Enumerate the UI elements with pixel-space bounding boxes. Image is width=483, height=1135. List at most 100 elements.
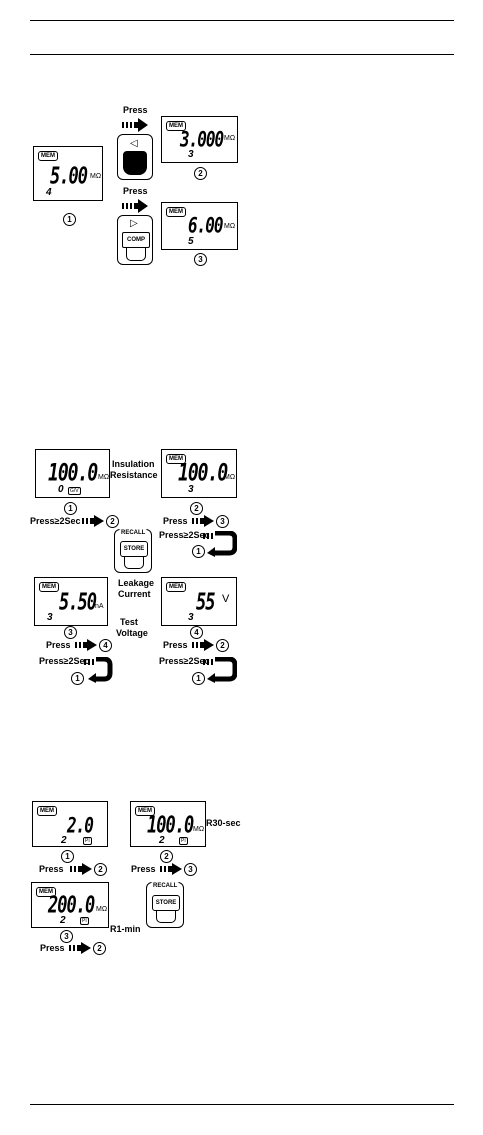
target-step: 3 [216,515,229,528]
comp-button[interactable]: ▷ COMP [117,215,153,265]
lcd-screen-2: MEM 3.000 MΩ 3 [161,116,238,163]
press-2sec-label: Press≥2Sec [159,656,210,666]
target-step: 2 [106,515,119,528]
lcd-screen-3: MEM 5.50 nA 3 [34,577,108,626]
step-number-3: 3 [64,626,77,639]
mem-indicator: MEM [37,806,57,816]
resistance-label: Resistance [110,470,158,480]
right-triangle-icon: ▷ [130,218,138,229]
press-2sec-label: Press≥2Sec [39,656,90,666]
step-number-1: 1 [64,502,77,515]
step-number-3: 3 [60,930,73,943]
header-rule [30,54,454,55]
press-label: Press [39,864,64,874]
button-cap-icon [123,151,147,175]
top-rule [30,20,454,21]
store-key-label: STORE [120,541,148,557]
return-arrow-icon [203,657,237,683]
pi-indicator: PI [83,837,92,845]
press-2sec-label: Press≥2Sec [30,516,81,526]
right-arrow-icon [82,515,104,527]
lcd-value: 5.00 [50,163,88,190]
mem-indicator: MEM [166,207,186,217]
lcd-value: 100.0 [178,459,228,488]
lcd-unit: MΩ [90,173,102,180]
return-arrow-icon [84,657,113,683]
lcd-value: 5.50 [59,589,97,616]
pi-indicator: PI [179,837,188,845]
right-arrow-icon [122,118,148,132]
lcd-sub-digit: 2 [60,915,66,926]
lcd-sub-digit: 2 [61,835,67,846]
press-label: Press [46,640,71,650]
step-number-2: 2 [194,167,207,180]
right-arrow-icon [122,199,148,213]
lcd-sub-digit: 4 [46,187,52,198]
lcd-sub-digit: 3 [188,612,194,623]
r30-sec-label: R30-sec [206,818,241,828]
lcd-tag: G/V [68,487,81,495]
lcd-unit: MΩ [224,223,236,230]
step-number-3: 3 [194,253,207,266]
right-arrow-icon [70,863,92,875]
step-number-1: 1 [61,850,74,863]
comp-key-label: COMP [122,232,150,248]
press-label: Press [40,943,65,953]
lcd-value: 200.0 [48,892,95,919]
lcd-sub-digit: 3 [47,612,53,623]
lcd-value: 6.00 [188,212,224,238]
r1-min-label: R1-min [110,924,141,934]
lcd-sub-digit: 5 [188,236,194,247]
press-2sec-label: Press≥2Sec [159,530,210,540]
lcd-screen-2: MEM 100.0 MΩ 2 PI [130,801,206,847]
target-step: 3 [184,863,197,876]
store-button[interactable]: RECALL STORE [114,529,152,573]
lcd-unit: MΩ [96,906,108,913]
lcd-unit: MΩ [224,474,236,481]
lcd-screen-2: MEM 100.0 MΩ 3 [161,449,237,498]
left-triangle-icon: ◁ [130,138,138,149]
step-number-4: 4 [190,626,203,639]
step-number-1: 1 [63,213,76,226]
lcd-sub-digit: 0 [58,484,64,495]
test-label: Test [120,617,138,627]
lcd-screen-4: MEM 55 V 3 [161,577,237,626]
target-step: 1 [192,672,205,685]
store-button[interactable]: RECALL STORE [146,882,184,928]
right-arrow-icon [69,942,91,954]
button-base-icon [126,248,146,261]
target-step: 1 [192,545,205,558]
lcd-value: 2.0 [67,812,94,838]
press-label: Press [131,864,156,874]
press-label: Press [123,186,148,196]
lcd-screen-1: MEM 2.0 2 PI [32,801,108,847]
lcd-screen-1: 100.0 MΩ 0 G/V [35,449,110,498]
mem-indicator: MEM [36,887,56,897]
press-label: Press [163,516,188,526]
step-number-2: 2 [190,502,203,515]
lcd-unit: MΩ [224,135,236,142]
press-label: Press [163,640,188,650]
insulation-label: Insulation [112,459,155,469]
lcd-value: 100.0 [48,459,98,488]
lcd-screen-3: MEM 6.00 MΩ 5 [161,202,238,250]
lcd-unit: MΩ [193,826,205,833]
mem-indicator: MEM [38,151,58,161]
button-base-icon [124,557,144,569]
press-label: Press [123,105,148,115]
pi-indicator: PI [80,917,89,925]
mem-indicator: MEM [166,121,186,131]
lcd-sub-digit: 3 [188,484,194,495]
lcd-screen-3: MEM 200.0 MΩ 2 PI [31,882,109,928]
lcd-unit: V [222,593,230,605]
lcd-value: 3.000 [180,126,224,152]
lcd-screen-1: MEM 5.00 MΩ 4 [33,146,103,201]
right-arrow-icon [192,639,214,651]
mem-indicator: MEM [166,454,186,464]
recall-label: RECALL [151,882,180,890]
lcd-value: 55 [196,589,216,616]
target-step: 2 [93,942,106,955]
lcd-value: 100.0 [147,812,194,839]
left-arrow-button[interactable]: ◁ [117,134,153,180]
mem-indicator: MEM [135,806,155,816]
